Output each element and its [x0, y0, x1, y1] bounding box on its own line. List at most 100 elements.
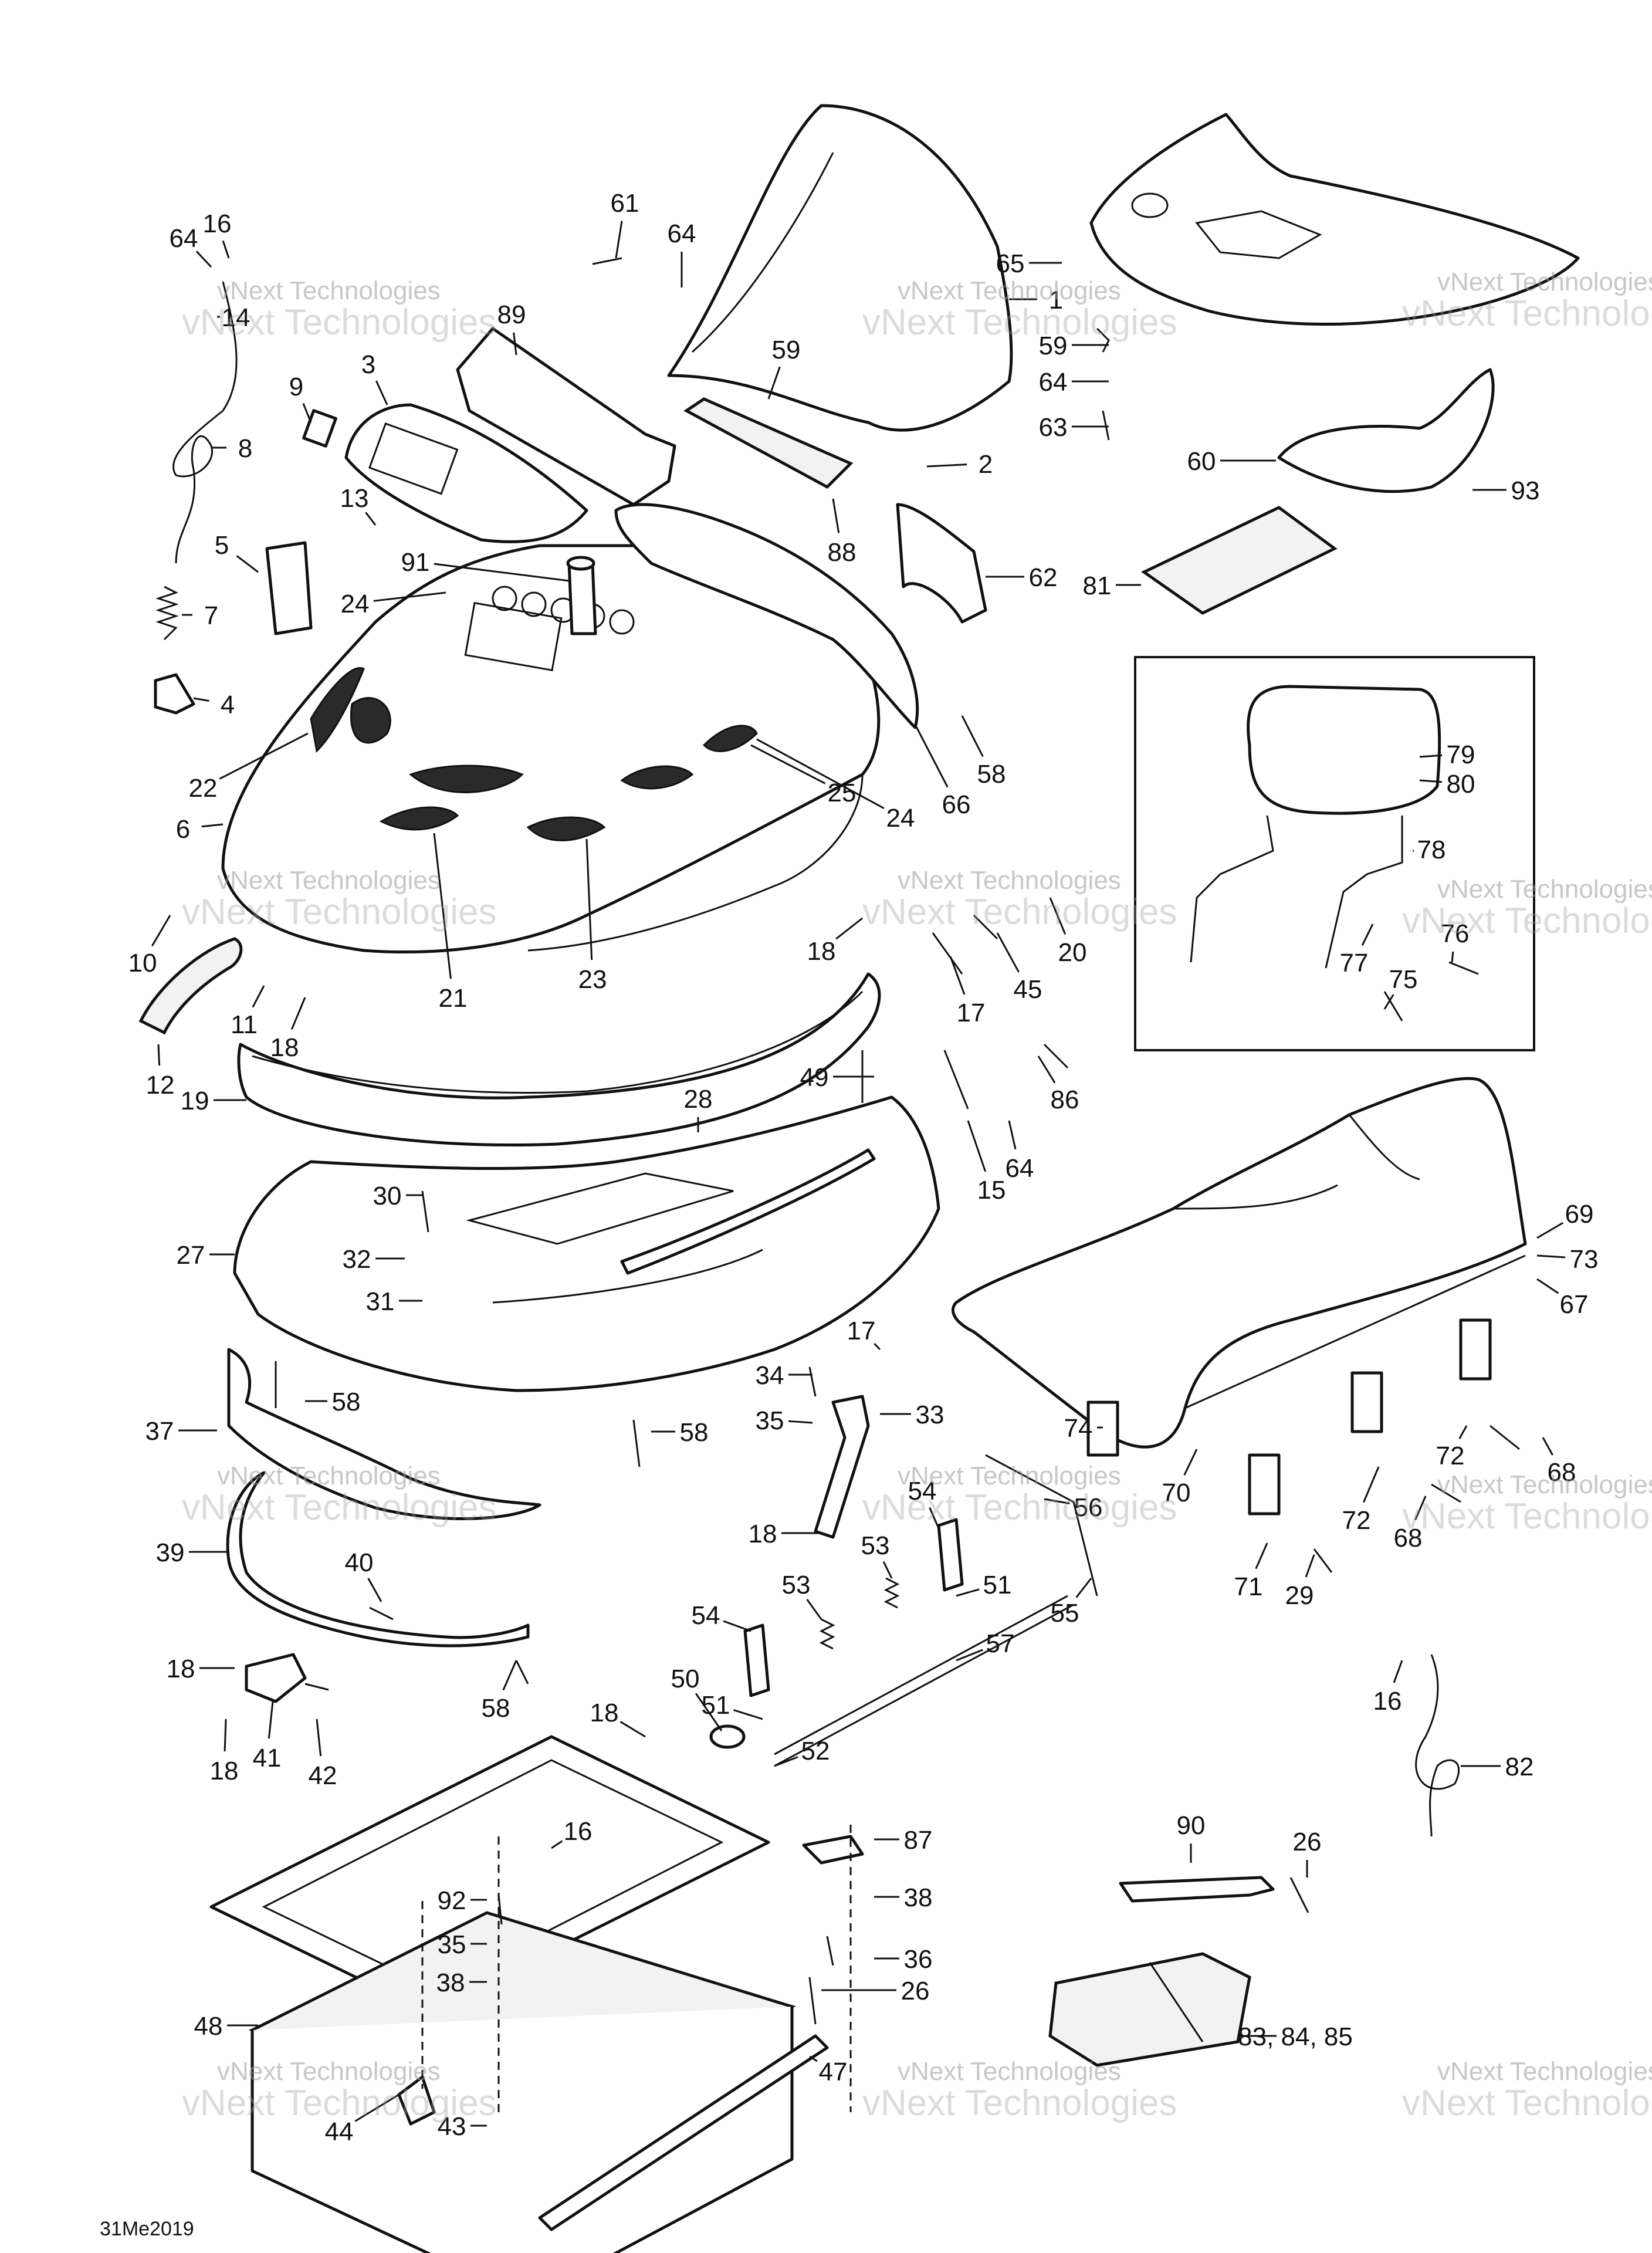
callout-18: 18	[807, 937, 836, 966]
leader-line	[1458, 1425, 1468, 1439]
leader-line	[1419, 754, 1443, 758]
callout-38: 38	[436, 1968, 465, 1997]
trim-strip	[538, 2034, 829, 2231]
watermark-line2: vNext Technologies	[182, 2083, 497, 2123]
callout-65: 65	[996, 249, 1025, 278]
leader-line	[268, 1701, 274, 1739]
callout-52: 52	[801, 1737, 830, 1765]
callout-73: 73	[1570, 1245, 1599, 1274]
gauge-bezel	[344, 403, 588, 543]
leader-line	[1419, 779, 1443, 783]
callout-80: 80	[1447, 770, 1475, 799]
callout-72: 72	[1342, 1506, 1371, 1535]
watermark-line1: vNext Technologies	[217, 276, 441, 305]
leader-line	[806, 1599, 822, 1620]
leader-line	[224, 1718, 227, 1752]
leader-line	[290, 997, 306, 1030]
callout-23: 23	[578, 965, 607, 994]
foam-pad	[1141, 506, 1338, 615]
leader-line	[1049, 897, 1067, 935]
callout-7: 7	[204, 601, 218, 630]
callout-31: 31	[366, 1287, 395, 1316]
strap	[138, 937, 243, 1035]
callout-60: 60	[1187, 447, 1216, 476]
seat	[951, 1077, 1527, 1449]
watermark-line2: vNext Technologies	[1402, 901, 1652, 941]
watermark-line1: vNext Technologies	[1437, 268, 1652, 296]
callout-71: 71	[1234, 1572, 1263, 1601]
callout-16: 16	[1373, 1687, 1402, 1716]
callout-69: 69	[1565, 1200, 1594, 1229]
lower-body	[233, 1095, 940, 1392]
callout-15: 15	[977, 1176, 1006, 1205]
leader-line	[373, 591, 446, 602]
callout-53: 53	[782, 1571, 811, 1599]
leader-line	[1414, 1496, 1427, 1521]
louver	[265, 541, 313, 635]
callout-12: 12	[146, 1071, 175, 1100]
callout-87: 87	[904, 1826, 933, 1855]
foam-strip	[683, 397, 854, 489]
tether-cable-2	[1415, 1654, 1460, 1837]
leader-line	[809, 2055, 818, 2062]
leader-line	[1008, 1120, 1017, 1150]
leader-line	[914, 724, 949, 788]
leader-line	[1075, 1578, 1092, 1598]
callout-28: 28	[684, 1085, 713, 1114]
callout-6: 6	[176, 815, 190, 844]
callout-5: 5	[215, 531, 229, 560]
hood	[221, 544, 881, 953]
callout-47: 47	[819, 2058, 848, 2086]
callout-45: 45	[1014, 975, 1042, 1004]
belly-pan	[237, 972, 881, 1146]
watermark-line2: vNext Technologies	[862, 302, 1177, 343]
leader-line	[302, 403, 312, 423]
callout-9: 9	[289, 373, 303, 401]
callout-18: 18	[270, 1033, 299, 1062]
callout-37: 37	[145, 1417, 174, 1446]
leader-line	[1255, 1542, 1268, 1569]
leader-line	[733, 1709, 763, 1720]
leader-line	[201, 823, 224, 828]
callout-40: 40	[345, 1548, 374, 1577]
leader-line	[193, 697, 209, 702]
callout-91: 91	[401, 548, 430, 577]
callout-48: 48	[194, 2012, 223, 2041]
leader-line	[222, 240, 230, 259]
callout-17: 17	[957, 999, 986, 1027]
callout-64: 64	[170, 224, 198, 253]
side-trim	[614, 503, 919, 729]
callout-42: 42	[309, 1761, 337, 1790]
leader-lines	[151, 221, 1566, 2127]
callout-24: 24	[886, 804, 915, 833]
callout-32: 32	[343, 1245, 371, 1274]
leader-line	[219, 732, 309, 780]
watermark-line1: vNext Technologies	[1437, 875, 1652, 904]
callout-16: 16	[564, 1817, 593, 1846]
leader-line	[1383, 994, 1394, 1010]
leader-line	[774, 1756, 798, 1767]
callout-59: 59	[772, 336, 801, 364]
callout-74: 74	[1064, 1414, 1093, 1443]
rail	[620, 1148, 876, 1275]
watermark-line1: vNext Technologies	[898, 276, 1121, 305]
leader-line	[434, 563, 570, 582]
leader-line	[1536, 1254, 1566, 1259]
callout-92: 92	[438, 1886, 466, 1915]
callout-25: 25	[828, 779, 857, 807]
console-cover	[456, 327, 676, 506]
leader-line	[1542, 1437, 1553, 1456]
leader-line	[615, 221, 623, 259]
callout-75: 75	[1389, 965, 1418, 994]
watermark-line2: vNext Technologies	[182, 302, 497, 343]
tether-cable	[172, 281, 238, 564]
callout-41: 41	[253, 1744, 282, 1772]
mount-bracket	[814, 1395, 870, 1539]
callout-14: 14	[222, 303, 250, 332]
watermark-line1: vNext Technologies	[898, 866, 1121, 895]
leader-line	[195, 251, 212, 268]
callout-57: 57	[986, 1629, 1015, 1658]
watermark-line1: vNext Technologies	[217, 2057, 441, 2086]
callout-labels: 6416148938961641359124742261011181221231…	[128, 189, 1599, 2146]
callout-68: 68	[1548, 1458, 1576, 1487]
